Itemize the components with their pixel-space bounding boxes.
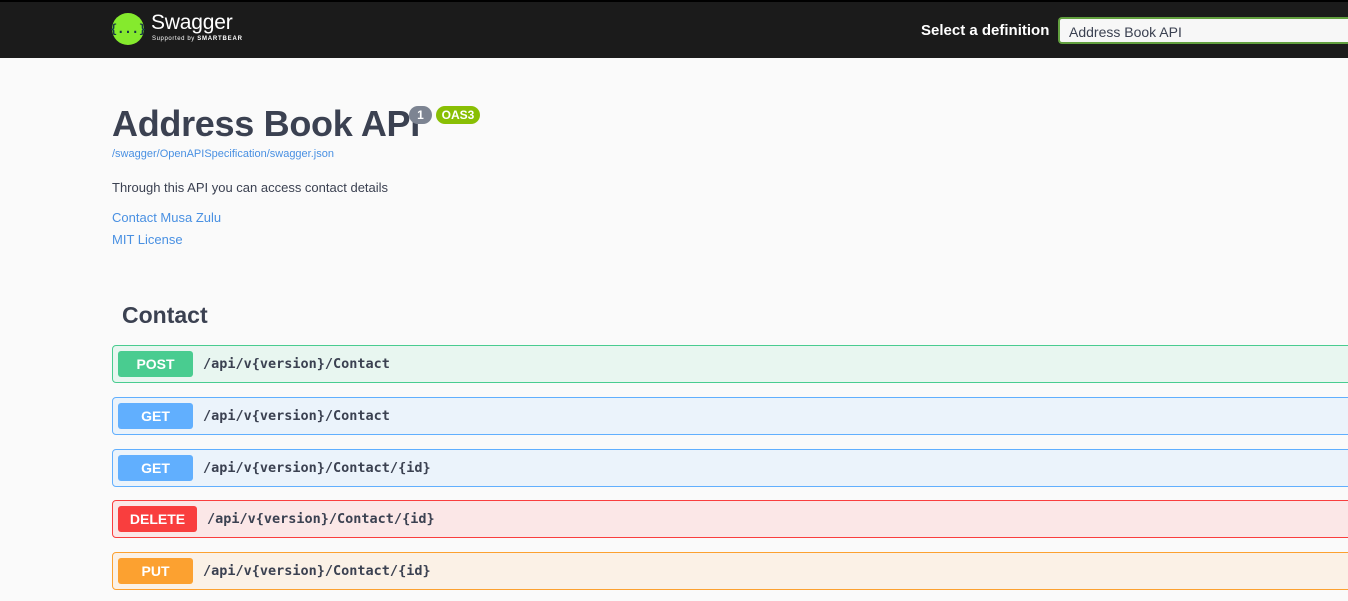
logo-subtitle: Supported by SMARTBEAR — [152, 36, 243, 42]
api-description: Through this API you can access contact … — [112, 180, 389, 195]
logo-sub-brand: SMARTBEAR — [197, 36, 243, 42]
oas-badge: OAS3 — [436, 106, 480, 124]
swagger-logo[interactable]: {...} Swagger Supported by SMARTBEAR — [110, 11, 243, 50]
operation-delete-contact-by-id[interactable]: DELETE /api/v{version}/Contact/{id} — [112, 500, 1348, 538]
operation-put-contact-by-id[interactable]: PUT /api/v{version}/Contact/{id} — [112, 552, 1348, 590]
definition-select[interactable]: Address Book API — [1058, 17, 1348, 44]
section-title-contact[interactable]: Contact — [122, 302, 208, 328]
operation-path: /api/v{version}/Contact — [203, 408, 390, 424]
logo-sub-prefix: Supported by — [152, 36, 195, 42]
operation-path: /api/v{version}/Contact/{id} — [207, 511, 435, 527]
operation-path: /api/v{version}/Contact/{id} — [203, 460, 431, 476]
operation-get-contact[interactable]: GET /api/v{version}/Contact — [112, 397, 1348, 435]
version-badge: 1 — [409, 106, 432, 124]
method-badge-put: PUT — [118, 558, 193, 584]
logo-text: Swagger Supported by SMARTBEAR — [151, 11, 243, 43]
page-title: Address Book API — [112, 103, 420, 144]
spec-url-link[interactable]: /swagger/OpenAPISpecification/swagger.js… — [112, 148, 334, 160]
operation-get-contact-by-id[interactable]: GET /api/v{version}/Contact/{id} — [112, 449, 1348, 487]
topbar: {...} Swagger Supported by SMARTBEAR Sel… — [0, 0, 1348, 58]
method-badge-post: POST — [118, 351, 193, 377]
contact-link[interactable]: Contact Musa Zulu — [112, 210, 222, 225]
method-badge-get: GET — [118, 403, 193, 429]
operation-post-contact[interactable]: POST /api/v{version}/Contact — [112, 345, 1348, 383]
definition-label: Select a definition — [921, 22, 1050, 39]
method-badge-get: GET — [118, 455, 193, 481]
logo-title: Swagger — [151, 11, 233, 34]
operation-path: /api/v{version}/Contact — [203, 356, 390, 372]
license-link[interactable]: MIT License — [112, 232, 183, 247]
method-badge-delete: DELETE — [118, 506, 197, 532]
operation-path: /api/v{version}/Contact/{id} — [203, 563, 431, 579]
swagger-logo-icon: {...} — [110, 13, 146, 45]
